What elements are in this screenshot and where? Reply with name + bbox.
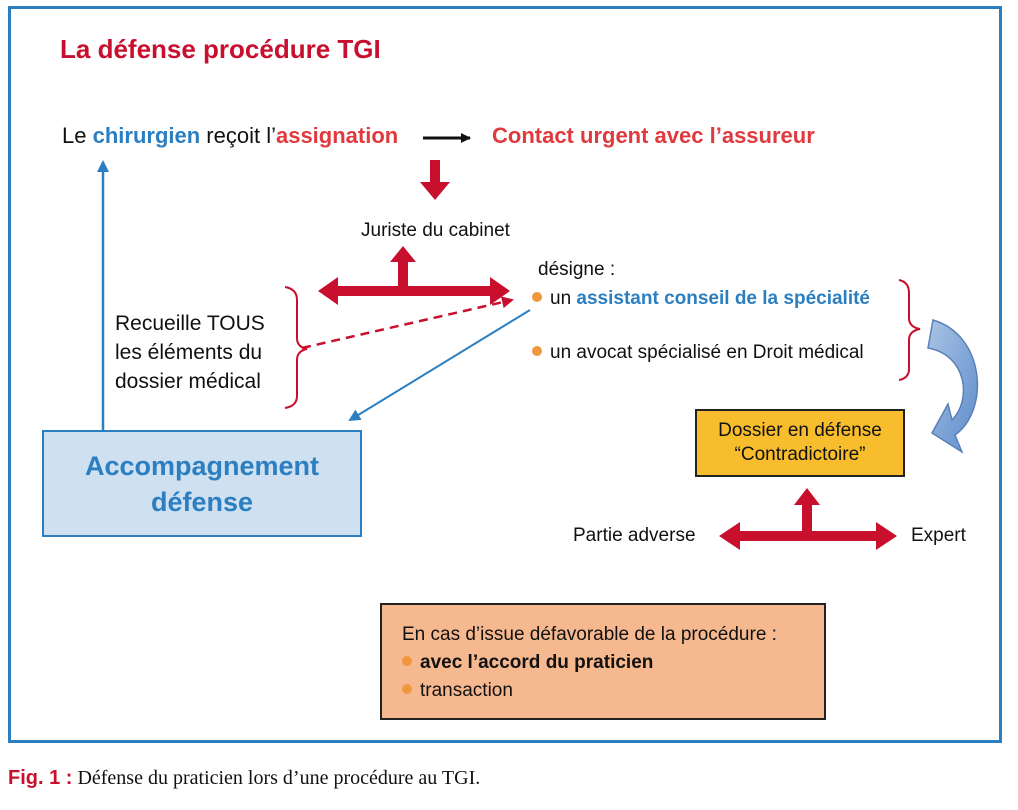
- avocat-text: un avocat spécialisé en Droit médical: [550, 342, 864, 363]
- bullet-icon: [402, 683, 412, 694]
- issue-item-transaction-text: transaction: [420, 680, 513, 701]
- assist-prefix: un: [550, 288, 577, 309]
- curved-arrow-to-dossier: [927, 319, 979, 454]
- juriste-du-cabinet: Juriste du cabinet: [361, 220, 510, 241]
- line1-chirurgien: chirurgien: [92, 123, 201, 148]
- partie-adverse-label: Partie adverse: [573, 525, 696, 546]
- bullet-icon: [402, 655, 412, 666]
- issue-heading: En cas d’issue défavorable de la procédu…: [402, 624, 777, 645]
- avocat-item: un avocat spécialisé en Droit médical: [532, 342, 864, 364]
- recueille-text: Recueille TOUS les éléments du dossier m…: [115, 312, 265, 393]
- caption-text: Défense du praticien lors d’une procédur…: [72, 767, 481, 789]
- issue-defavorable-box: En cas d’issue défavorable de la procédu…: [380, 603, 826, 720]
- figure-caption: Fig. 1 : Défense du praticien lors d’une…: [8, 767, 480, 790]
- diagram-title: La défense procédure TGI: [60, 34, 381, 64]
- contact-insurer: Contact urgent avec l’assureur: [492, 123, 815, 148]
- designe-label: désigne :: [538, 259, 616, 280]
- arrow-partie-expert-double: [719, 488, 897, 550]
- dossier-line-2: “Contradictoire”: [734, 444, 866, 465]
- assistant-conseil-item: un assistant conseil de la spécialité: [532, 288, 870, 310]
- line1-le: Le: [62, 123, 93, 148]
- arrow-to-accompagnement: [348, 309, 531, 422]
- expert-label: Expert: [911, 525, 966, 546]
- assist-highlight: assistant conseil de la spécialité: [576, 288, 871, 309]
- accomp-line-1: Accompagnement: [84, 450, 320, 481]
- arrow-juriste-double: [318, 246, 510, 305]
- left-brace: [284, 286, 308, 409]
- issue-item-accord: avec l’accord du praticien: [402, 649, 824, 677]
- line1-recoit: reçoit l’: [200, 123, 276, 148]
- accomp-line-2: défense: [150, 486, 254, 517]
- dossier-defense-box: Dossier en défense “Contradictoire”: [695, 409, 905, 477]
- issue-item-accord-text: avec l’accord du praticien: [420, 652, 654, 673]
- arrow-down-to-juriste: [420, 160, 450, 200]
- bullet-icon: [532, 345, 542, 356]
- line1-assignation: assignation: [275, 123, 399, 148]
- issue-item-transaction: transaction: [402, 677, 824, 705]
- dossier-line-1: Dossier en défense: [718, 420, 882, 441]
- dashed-arrow-recueille: [301, 296, 514, 350]
- surgeon-receives-summons: Le chirurgien reçoit l’assignation: [62, 123, 398, 149]
- accompagnement-defense-box: Accompagnement défense: [42, 430, 362, 537]
- caption-label: Fig. 1 :: [8, 767, 73, 789]
- bullet-icon: [532, 291, 542, 302]
- right-brace: [898, 279, 921, 381]
